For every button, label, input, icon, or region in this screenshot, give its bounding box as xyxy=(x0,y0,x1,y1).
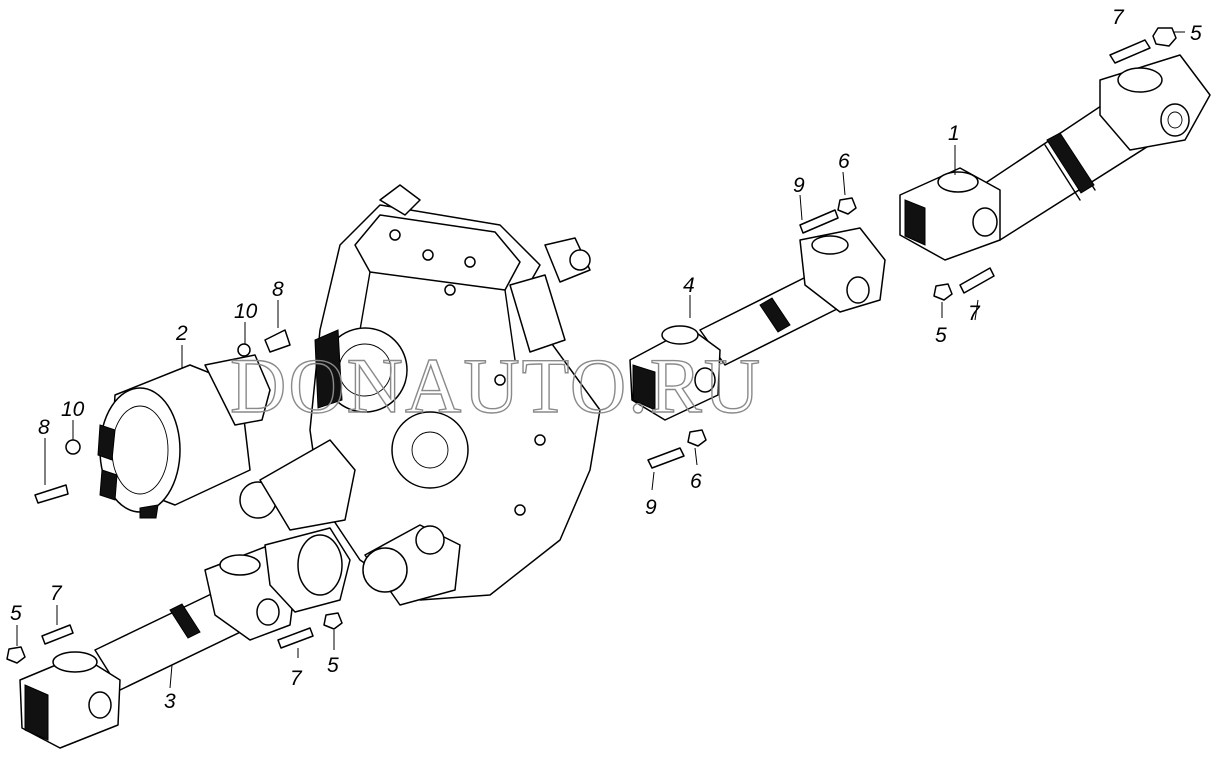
nut-5-top xyxy=(1152,27,1177,47)
callout-4: 4 xyxy=(683,274,695,297)
bolt-9-mid xyxy=(647,447,685,469)
callout-9: 9 xyxy=(645,496,657,519)
washer-10-top xyxy=(237,343,251,357)
driveshaft-3 xyxy=(19,527,351,749)
callout-5: 5 xyxy=(1190,22,1202,45)
callout-7: 7 xyxy=(290,667,303,690)
nut-5-bottom xyxy=(323,612,343,630)
bolt-9-top xyxy=(799,209,839,234)
bolt-7-top xyxy=(1109,39,1151,64)
bolt-7-right xyxy=(959,267,995,294)
nut-6-mid xyxy=(687,429,707,447)
callout-9: 9 xyxy=(793,174,805,197)
callout-5: 5 xyxy=(10,602,22,625)
transfer-case xyxy=(239,184,601,606)
callout-7: 7 xyxy=(1112,6,1125,29)
brake-drum-2 xyxy=(97,354,271,519)
washer-10-left xyxy=(65,439,81,455)
callout-2: 2 xyxy=(175,322,188,345)
nut-5-right xyxy=(933,283,953,301)
callouts: 1 2 3 4 5 5 5 5 6 6 7 7 7 7 8 8 9 9 10 1… xyxy=(10,6,1202,713)
callout-7: 7 xyxy=(50,582,63,605)
callout-10: 10 xyxy=(61,398,85,421)
callout-1: 1 xyxy=(948,122,960,145)
bolt-8-top xyxy=(264,329,291,353)
callout-5: 5 xyxy=(935,324,947,347)
leader-lines xyxy=(16,31,1185,689)
nut-6-top xyxy=(837,197,857,215)
callout-8: 8 xyxy=(272,278,284,301)
nut-5-bl xyxy=(6,646,26,664)
callout-7: 7 xyxy=(968,302,981,325)
bolt-7-bottom xyxy=(277,627,314,649)
bolt-8-left xyxy=(34,484,69,504)
fasteners xyxy=(6,27,1177,664)
driveshaft-4 xyxy=(629,227,886,421)
callout-8: 8 xyxy=(38,416,50,439)
callout-5: 5 xyxy=(327,654,339,677)
watermark: DONAUTO.RU xyxy=(230,342,762,429)
callout-6: 6 xyxy=(690,470,702,493)
bolt-7-bl xyxy=(41,624,74,645)
callout-3: 3 xyxy=(164,690,176,713)
callout-10: 10 xyxy=(234,300,258,323)
callout-6: 6 xyxy=(838,150,850,173)
driveshaft-1 xyxy=(899,54,1211,261)
